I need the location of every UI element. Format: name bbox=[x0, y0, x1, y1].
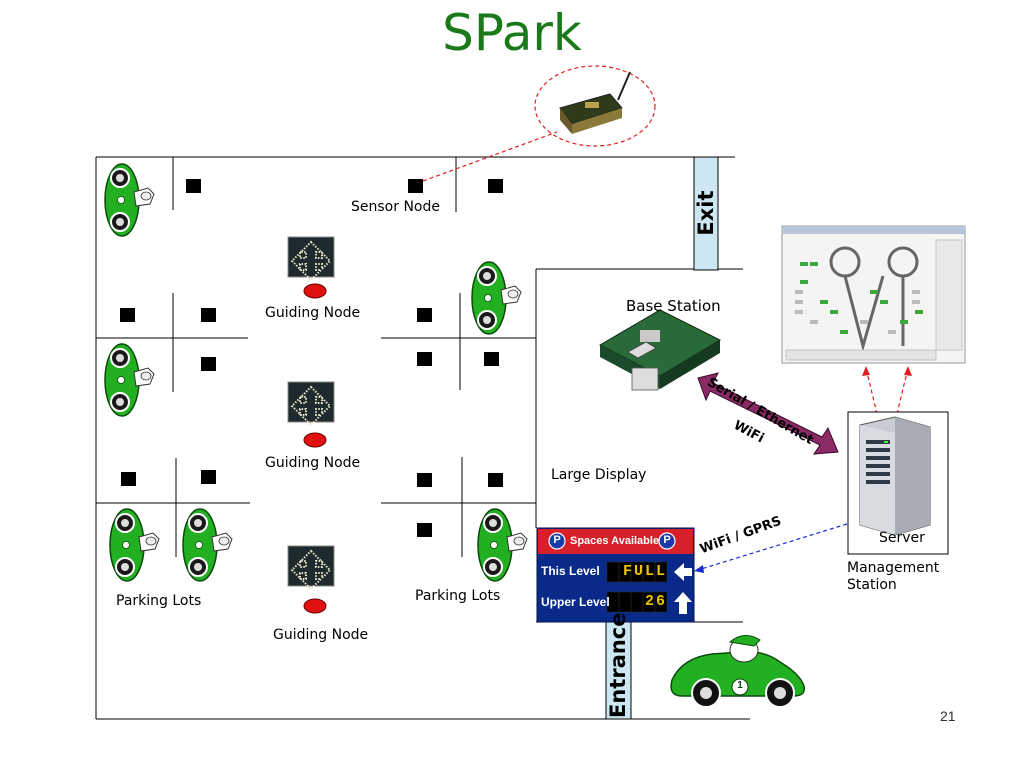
display-board bbox=[536, 527, 695, 623]
slide-title: SPark bbox=[442, 4, 582, 62]
page-number: 21 bbox=[940, 708, 956, 724]
management-station-label: Management Station bbox=[847, 560, 940, 593]
car-4 bbox=[109, 508, 160, 582]
car-2 bbox=[471, 261, 522, 335]
serial-ethernet-arrow bbox=[697, 372, 839, 455]
car-6 bbox=[477, 508, 528, 582]
car-1 bbox=[104, 163, 155, 237]
management-screen-image bbox=[781, 225, 966, 364]
sensor-zoom-line bbox=[422, 131, 558, 182]
guiding-node-label-3: Guiding Node bbox=[273, 627, 369, 643]
sensor-squares bbox=[120, 179, 503, 537]
server-to-display-line bbox=[697, 523, 848, 571]
exit-strip bbox=[693, 156, 719, 271]
large-display-label: Large Display bbox=[551, 467, 647, 483]
base-station-label: Base Station bbox=[626, 297, 721, 315]
server-to-screen-line-1 bbox=[865, 367, 878, 415]
parking-lots-label-right: Parking Lots bbox=[415, 588, 501, 604]
car-5 bbox=[182, 508, 233, 582]
server-to-screen-line-2 bbox=[896, 367, 909, 415]
guide-panel-2 bbox=[287, 381, 335, 426]
display-row-label-2: Upper Level bbox=[541, 595, 610, 609]
display-header: Spaces Available bbox=[570, 535, 660, 547]
guide-panel-3 bbox=[287, 545, 335, 590]
entrance-car-image bbox=[670, 635, 806, 708]
server-label: Server bbox=[879, 530, 925, 546]
base-station-image bbox=[598, 309, 722, 391]
server-image bbox=[847, 411, 949, 555]
guide-led-3 bbox=[303, 598, 327, 614]
parking-outline bbox=[95, 156, 750, 720]
entrance-strip bbox=[605, 621, 632, 720]
display-row-value-1: FULL bbox=[622, 563, 667, 580]
guide-panel-1 bbox=[287, 236, 335, 281]
car-number: 1 bbox=[737, 680, 743, 691]
guiding-node-label-2: Guiding Node bbox=[265, 455, 361, 471]
display-row-value-2: 26 bbox=[644, 593, 667, 610]
sensor-zoom-bubble bbox=[534, 65, 656, 147]
entrance-label: Entrance bbox=[606, 612, 630, 718]
exit-label: Exit bbox=[694, 190, 718, 236]
display-badge-right: P bbox=[663, 534, 671, 546]
display-badge-left: P bbox=[553, 534, 561, 546]
car-3 bbox=[104, 343, 155, 417]
sensor-mote-image bbox=[559, 71, 631, 134]
guiding-node-label-1: Guiding Node bbox=[265, 305, 361, 321]
guide-led-1 bbox=[303, 283, 327, 299]
parking-lots-label-left: Parking Lots bbox=[116, 593, 202, 609]
display-row-label-1: This Level bbox=[541, 564, 600, 578]
sensor-node-label: Sensor Node bbox=[351, 199, 440, 215]
guide-led-2 bbox=[303, 432, 327, 448]
